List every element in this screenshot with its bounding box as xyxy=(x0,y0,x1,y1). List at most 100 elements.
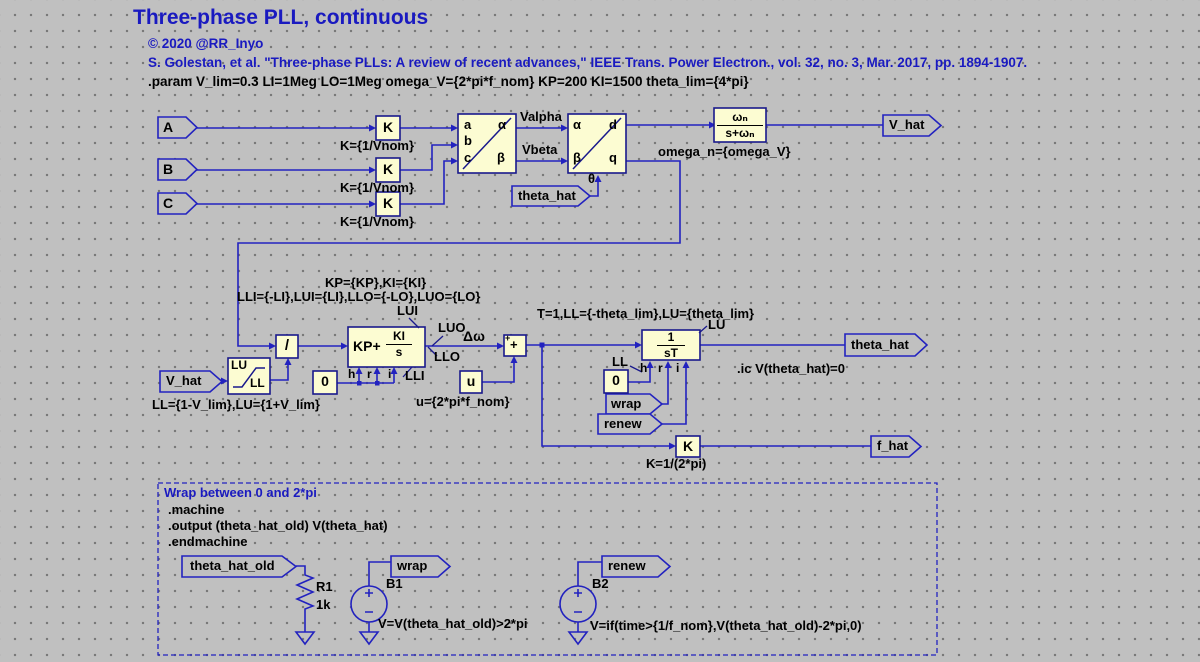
pi-integral-fraction: KI s xyxy=(386,329,412,359)
gain3-symbol: K xyxy=(382,195,394,211)
divide-symbol: / xyxy=(284,337,290,354)
port-renew-in-label[interactable]: renew xyxy=(604,416,642,431)
machine-directive[interactable]: .machine xyxy=(168,502,225,517)
net-valpha[interactable]: Valpha xyxy=(520,109,562,124)
net-vbeta[interactable]: Vbeta xyxy=(522,142,558,157)
b2-value[interactable]: V=if(time>{1/f_nom},V(theta_hat_old)-2*p… xyxy=(590,618,862,633)
wire-renew-b2 xyxy=(577,561,602,586)
integrator-block xyxy=(641,329,701,361)
b1-value[interactable]: V=V(theta_hat_old)>2*pi xyxy=(378,616,528,631)
wrap-machine-box[interactable] xyxy=(157,482,938,656)
ic-directive[interactable]: .ic V(theta_hat)=0 xyxy=(737,361,846,376)
b2-name[interactable]: B2 xyxy=(592,576,609,591)
gain2-value[interactable]: K={1/Vnom} xyxy=(340,180,415,195)
endmachine-directive[interactable]: .endmachine xyxy=(168,534,248,549)
abc-pin-b: b xyxy=(464,133,472,148)
integrator-pin-i: i xyxy=(676,361,680,375)
integrator-pin-r: r xyxy=(658,361,663,375)
port-vhat-out-label[interactable]: V_hat xyxy=(889,117,925,132)
wire-thetaold-r1 xyxy=(296,565,306,572)
port-b xyxy=(157,158,199,181)
junction-dots xyxy=(357,342,545,386)
function-blocks[interactable] xyxy=(227,107,767,458)
port-wrap-in-label[interactable]: wrap xyxy=(611,396,642,411)
pi-params-1[interactable]: KP={KP},KI={KI} xyxy=(325,275,427,290)
pi-params-2[interactable]: LLI={-LI},LUI={LI},LLO={-LO},LUO={LO} xyxy=(237,289,481,304)
wires[interactable] xyxy=(196,124,883,632)
divide-block xyxy=(275,334,299,359)
gain-block-1 xyxy=(375,115,401,141)
dq-pin-d: d xyxy=(609,117,617,132)
lpf-transfer-function: ωₙ s+ωₙ xyxy=(717,110,763,140)
page-title[interactable]: Three-phase PLL, continuous xyxy=(133,6,429,29)
abc-pin-c: c xyxy=(464,150,472,165)
port-c-label[interactable]: C xyxy=(163,195,174,211)
gain1-symbol: K xyxy=(382,119,394,135)
b1-name[interactable]: B1 xyxy=(386,576,403,591)
wire-branch-k xyxy=(541,345,669,447)
limiter-ll-label: LL xyxy=(250,376,265,390)
param-directive[interactable]: .param V_lim=0.3 LI=1Meg LO=1Meg omega_V… xyxy=(148,74,749,89)
dq-diagonal xyxy=(572,117,622,170)
wire-q-divide xyxy=(237,160,681,347)
reference-note[interactable]: S. Golestan, et al. "Three-phase PLLs: A… xyxy=(148,55,1028,70)
wire-u-summer xyxy=(482,363,515,383)
ground-r1 xyxy=(294,631,316,646)
zero-const-1: 0 xyxy=(321,373,329,389)
limiter-params[interactable]: LL={1-V_lim},LU={1+V_lim} xyxy=(152,397,320,412)
copyright-note[interactable]: © 2020 @RR_Inyo xyxy=(148,36,264,51)
pi-pin-h: h xyxy=(348,367,356,381)
dq-pin-q: q xyxy=(609,150,617,165)
integrator-ll-label: LL xyxy=(612,354,628,369)
port-wrap-out-label[interactable]: wrap xyxy=(397,558,428,573)
pi-llo-label: LLO xyxy=(434,349,460,364)
zero-const-block-1 xyxy=(312,370,338,395)
integrator-num: 1 xyxy=(657,330,685,347)
abc-pin-alpha: α xyxy=(498,117,506,132)
wire-theta-pin xyxy=(590,182,599,197)
port-a-label[interactable]: A xyxy=(163,119,174,135)
net-delta-omega[interactable]: Δω xyxy=(463,328,485,344)
summer-block xyxy=(503,334,527,357)
pi-luo-label: LUO xyxy=(438,320,466,335)
port-a xyxy=(157,116,199,139)
output-directive[interactable]: .output (theta_hat_old) V(theta_hat) xyxy=(168,518,388,533)
pi-pin-i: i xyxy=(388,367,392,381)
wire-wrap-r xyxy=(662,368,669,405)
gain1-value[interactable]: K={1/Vnom} xyxy=(340,138,415,153)
r1-value[interactable]: 1k xyxy=(316,597,331,612)
port-b-label[interactable]: B xyxy=(163,161,174,177)
abc-diagonal xyxy=(462,117,512,170)
integrator-pin-h: h xyxy=(640,361,648,375)
r1-name[interactable]: R1 xyxy=(316,579,333,594)
ground-b2 xyxy=(567,631,589,646)
gainf-value[interactable]: K=1/(2*pi) xyxy=(646,456,707,471)
port-thetahat-in-label[interactable]: theta_hat xyxy=(518,188,576,203)
port-vhat-out xyxy=(882,114,943,137)
port-thetahat-out-label[interactable]: theta_hat xyxy=(851,337,909,352)
bsource-b1[interactable] xyxy=(350,585,388,623)
wire-k2-b xyxy=(400,144,451,171)
port-fhat-out-label[interactable]: f_hat xyxy=(877,438,909,453)
lpf-block xyxy=(713,107,767,143)
u-const-value[interactable]: u={2*pi*f_nom} xyxy=(416,394,510,409)
integrator-params[interactable]: T=1,LL={-theta_lim},LU={theta_lim} xyxy=(537,306,755,321)
wrap-box-title[interactable]: Wrap between 0 and 2*pi xyxy=(164,485,317,500)
gain3-value[interactable]: K={1/Vnom} xyxy=(340,214,415,229)
port-tags[interactable] xyxy=(157,114,943,578)
lpf-param[interactable]: omega_n={omega_V} xyxy=(658,144,791,159)
port-vhat-in-label[interactable]: V_hat xyxy=(166,373,202,388)
port-renew-out-label[interactable]: renew xyxy=(608,558,646,573)
summer-plus-mid: + xyxy=(510,337,518,352)
integrator-lu-label: LU xyxy=(708,317,726,332)
pin-arrows xyxy=(221,121,716,450)
bsource-b2[interactable] xyxy=(559,585,597,623)
ground-symbols[interactable] xyxy=(294,631,589,646)
abc-pin-a: a xyxy=(464,117,472,132)
port-thetahatold-label[interactable]: theta_hat_old xyxy=(190,558,275,573)
wire-k3-c xyxy=(400,160,451,205)
zero-const-2: 0 xyxy=(612,372,620,388)
resistor-r1[interactable] xyxy=(295,572,316,613)
